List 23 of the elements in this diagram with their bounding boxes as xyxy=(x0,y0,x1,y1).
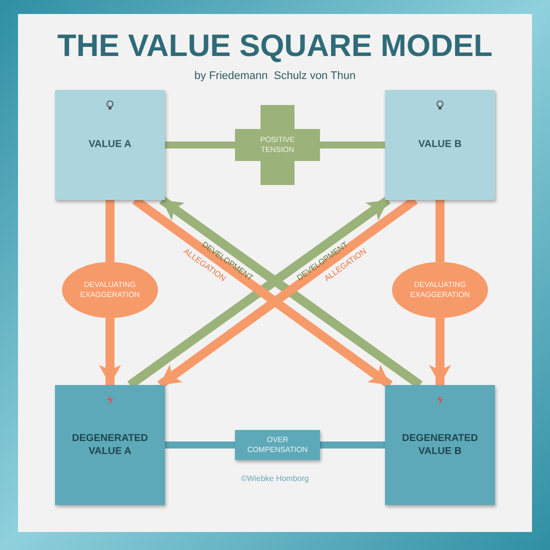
oval-shape xyxy=(62,262,158,318)
plus-shape xyxy=(235,105,320,185)
box-title: VALUE A xyxy=(88,138,132,152)
arrow xyxy=(99,318,121,385)
oval-shape xyxy=(392,262,488,318)
arrow xyxy=(429,318,451,385)
box-title: DEGENERATED VALUE B xyxy=(401,432,479,458)
value-box xyxy=(385,90,495,200)
connector-bar xyxy=(320,142,385,148)
value-box xyxy=(55,90,165,200)
connector-bar xyxy=(165,142,235,148)
copyright-note: ©Wiebke Homborg xyxy=(241,474,309,483)
title: THE VALUE SQUARE MODEL xyxy=(57,28,493,64)
box-title: VALUE B xyxy=(418,138,462,152)
connector-bar xyxy=(106,200,114,262)
connector-bar xyxy=(165,442,235,448)
degenerated-value-box xyxy=(385,385,495,505)
box-title: DEGENERATED VALUE A xyxy=(71,432,149,458)
degenerated-value-box xyxy=(55,385,165,505)
connector-bar xyxy=(320,442,385,448)
connector-bar xyxy=(436,200,444,262)
subtitle: by Friedemann Schulz von Thun xyxy=(194,70,356,82)
label-box xyxy=(235,430,320,460)
